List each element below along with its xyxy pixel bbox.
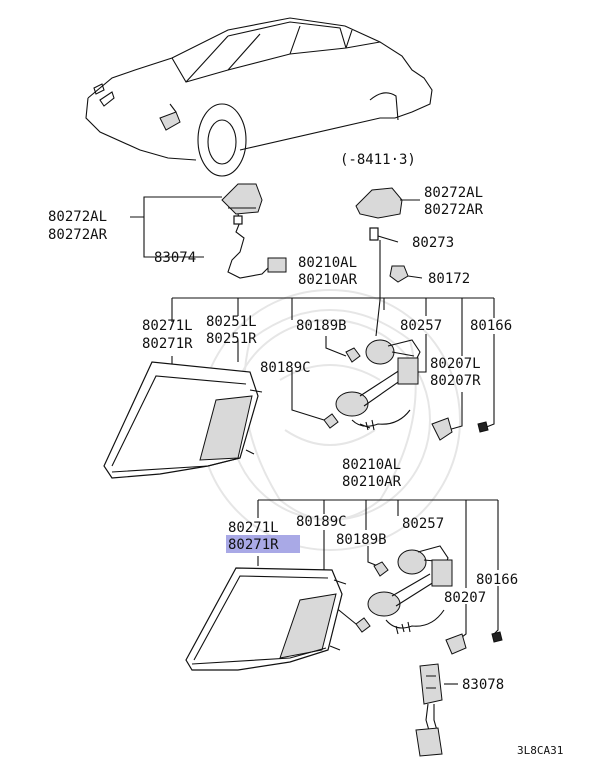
- side-marker-left-assembly: [221, 183, 287, 279]
- label-upper-80251r: 80251R: [206, 331, 257, 347]
- label-upper-80207l: 80207L: [430, 356, 481, 372]
- label-lower-80189c: 80189C: [296, 514, 347, 530]
- label-upper-80271l: 80271L: [142, 318, 193, 334]
- diagram-code: 3L8CA31: [517, 744, 563, 757]
- car-illustration: [85, 17, 433, 177]
- label-upper-80189c: 80189C: [260, 360, 311, 376]
- label-lower-80210ar: 80210AR: [342, 474, 402, 490]
- upper-lamp-housing: [103, 361, 263, 479]
- label-lower-80166: 80166: [476, 572, 518, 588]
- label-lower-80189b: 80189B: [336, 532, 387, 548]
- label-upper-80210ar: 80210AR: [298, 272, 358, 288]
- label-lower-80271r: 80271R: [228, 537, 279, 553]
- lower-lamp-housing: [185, 567, 347, 671]
- watermark-emblem: [199, 289, 461, 551]
- side-marker-right-assembly: [355, 187, 423, 283]
- label-upper-80271r: 80271R: [142, 336, 193, 352]
- label-upper-80207r: 80207R: [430, 373, 481, 389]
- label-lower-80207: 80207: [444, 590, 486, 606]
- date-range-label: (-8411·3): [340, 152, 416, 168]
- label-80272ar-left: 80272AR: [48, 227, 108, 243]
- label-lower-80210al: 80210AL: [342, 457, 401, 473]
- label-80272al-right: 80272AL: [424, 185, 483, 201]
- upper-leader-lines: [171, 297, 495, 431]
- label-upper-80210al: 80210AL: [298, 255, 357, 271]
- label-lower-80257: 80257: [402, 516, 444, 532]
- label-upper-80166: 80166: [470, 318, 512, 334]
- label-lower-80271l: 80271L: [228, 520, 279, 536]
- highlight-80271r: [226, 535, 300, 553]
- label-upper-80251l: 80251L: [206, 314, 257, 330]
- lower-socket-harness: [355, 545, 503, 655]
- upper-socket-harness: [323, 240, 489, 441]
- label-80273: 80273: [412, 235, 454, 251]
- label-80272ar-right: 80272AR: [424, 202, 484, 218]
- label-upper-80257: 80257: [400, 318, 442, 334]
- label-80272al-left: 80272AL: [48, 209, 107, 225]
- label-upper-80189b: 80189B: [296, 318, 347, 334]
- label-83074: 83074: [154, 250, 196, 266]
- harness-83078: [415, 663, 458, 757]
- label-80172: 80172: [428, 271, 470, 287]
- label-83078: 83078: [462, 677, 504, 693]
